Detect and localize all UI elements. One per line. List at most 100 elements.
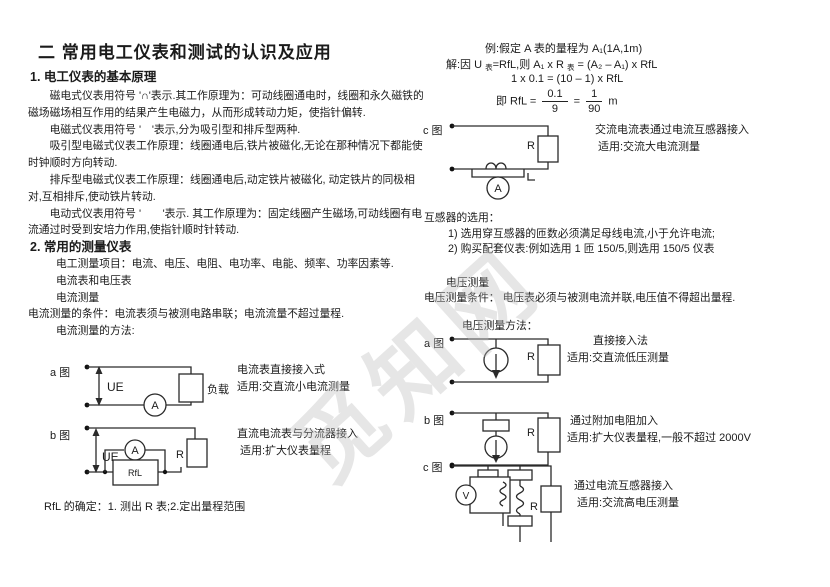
fraction-numerator: 0.1	[542, 88, 568, 102]
terminal-dot-icon	[449, 166, 455, 172]
section1-heading: 1. 电工仪表的基本原理	[30, 70, 157, 84]
ue-label: UE	[107, 380, 124, 394]
figure-c-voltage-usage: 适用:交流高电压测量	[577, 497, 680, 509]
r-label: R	[530, 501, 538, 513]
wire	[452, 338, 549, 345]
figure-a-label: a 图	[50, 367, 71, 379]
wire	[158, 467, 182, 473]
unit-label: m	[608, 95, 618, 108]
pt-box-icon	[469, 476, 511, 514]
resistor-icon	[537, 417, 561, 453]
wire	[452, 125, 549, 136]
shunt-rfl-icon	[112, 459, 159, 486]
circuit-b-series-resistor-voltmeter: R	[449, 410, 561, 468]
voltmeter-icon	[455, 484, 477, 506]
ammeter-icon	[486, 176, 510, 200]
r-label: R	[527, 427, 535, 439]
circuit-c-potential-transformer: R V	[449, 463, 562, 542]
winding-coil-icon	[499, 481, 507, 507]
circuit-a-direct-ammeter: UE 负载 A	[84, 364, 229, 417]
fraction-numerator: 1	[586, 88, 603, 102]
figure-b-voltage-caption: 通过附加电阻加入	[570, 415, 658, 427]
arrow-up-icon	[92, 428, 100, 436]
figure-b-voltage-label: b 图	[424, 415, 445, 427]
wire	[87, 366, 192, 374]
junction-dot-icon	[162, 469, 168, 475]
figure-c-voltage-label: c 图	[423, 462, 443, 474]
fraction-denominator: 9	[551, 103, 559, 115]
wire	[452, 375, 549, 383]
voltage-condition: 电压测量条件： 电压表必须与被测电流并联,电压值不得超出量程.	[424, 292, 736, 304]
transformer-primary-loops-icon	[485, 162, 507, 170]
rfl-label: RfL	[128, 468, 142, 478]
pointer-arrow-icon	[492, 455, 500, 463]
methods-line: 电流测量的方法:	[56, 325, 135, 338]
series-resistor-icon	[482, 419, 510, 432]
transformer-item1: 1) 选用穿互感器的匝数必须满足母线电流,小于允许电流;	[448, 228, 715, 240]
figure-a-voltage-caption: 直接接入法	[593, 335, 648, 347]
solve-part: = (A₂ – A₁) x RfL	[574, 59, 658, 71]
ground-hook-icon	[527, 173, 535, 181]
figure-c-voltage-caption: 通过电流互感器接入	[574, 480, 673, 492]
arrow-up-icon	[95, 366, 103, 374]
circuit-b-shunt-ammeter: UE R A RfL	[84, 425, 208, 486]
calc-line: 1 x 0.1 = (10 – 1) x RfL	[511, 73, 624, 85]
r-label: R	[527, 140, 535, 152]
solve-part: 解:因 U	[446, 59, 486, 71]
pointer-arrow-icon	[492, 370, 500, 379]
figure-a-usage: 适用:交直流小电流测量	[237, 381, 351, 393]
figure-c-current-label: c 图	[423, 125, 443, 137]
circuit-c-current-transformer: R A	[449, 123, 559, 200]
figure-a-caption: 电流表直接接入式	[237, 364, 325, 376]
r-label: R	[176, 449, 184, 461]
paragraph: 吸引型电磁式仪表工作原理：线圈通电后,铁片被磁化,无论在那种情况下都能使时钟顺时…	[28, 140, 423, 170]
fraction-denominator: 90	[588, 103, 601, 115]
paragraph: 磁电式仪表用符号 '∩'表示.其工作原理为：可动线圈通电时，线圈和永久磁铁的磁场…	[28, 90, 424, 119]
example-line: 例:假定 A 表的量程为 A₁(1A,1m)	[485, 43, 643, 55]
figure-b-label: b 图	[50, 430, 71, 442]
result-prefix: 即 RfL =	[496, 95, 537, 108]
ammeter-label: A	[131, 445, 139, 457]
paragraph: 电磁式仪表用符号 ' '表示,分为吸引型和排斥型两种.	[49, 123, 301, 136]
resistor-icon	[537, 135, 559, 163]
figure-a-voltage-usage: 适用:交直流低压测量	[567, 352, 670, 364]
resistor-icon	[537, 344, 561, 376]
voltage-subheading: 电压测量	[446, 277, 490, 289]
wire	[452, 452, 549, 466]
equals-sign: =	[573, 95, 581, 108]
pt-top-icon	[477, 469, 499, 478]
figure-c-current-usage: 适用:交流大电流测量	[598, 141, 701, 153]
page-title: 二 常用电工仪表和测试的认识及应用	[38, 43, 332, 62]
figure-c-current-caption: 交流电流表通过电流互感器接入	[595, 124, 749, 136]
fuse-icon	[507, 515, 533, 527]
figure-b-voltage-usage: 适用:扩大仪表量程,一般不超过 2000V	[567, 432, 751, 444]
resistor-icon	[540, 485, 562, 513]
arrow-down-icon	[92, 465, 100, 473]
load-label: 负载	[207, 382, 229, 396]
voltmeter-label: V	[463, 491, 470, 502]
r-label: R	[527, 351, 535, 363]
subscript-biao: 表	[485, 63, 493, 72]
voltage-methods-heading: 电压测量方法：	[462, 320, 538, 332]
wire	[166, 402, 192, 406]
section2-heading: 2. 常用的测量仪表	[30, 240, 132, 255]
transformer-heading: 互感器的选用：	[424, 212, 500, 224]
resistor-icon	[186, 438, 208, 468]
wire	[452, 465, 552, 486]
current-line: 电流测量	[56, 291, 100, 304]
paragraph: 排斥型电磁式仪表工作原理：线圈通电后,动定铁片被磁化, 动定铁片的同极相对,互相…	[28, 173, 415, 203]
section1-body: 磁电式仪表用符号 '∩'表示.其工作原理为：可动线圈通电时，线圈和永久磁铁的磁场…	[28, 88, 426, 340]
ammeter-label: A	[151, 400, 159, 412]
rfl-note: RfL 的确定：1. 测出 R 表;2.定出量程范围	[44, 501, 246, 513]
wire	[452, 412, 549, 418]
winding-coil-icon	[515, 485, 525, 515]
subscript-biao: 表	[566, 63, 575, 72]
figure-b-usage: 适用:扩大仪表量程	[240, 445, 332, 457]
paragraph: 电动式仪表用符号 ' '表示. 其工作原理为：固定线圈产生磁场,可动线圈有电流通…	[28, 207, 423, 237]
transformer-item2: 2) 购买配套仪表:例如选用 1 匝 150/5,则选用 150/5 仪表	[448, 243, 715, 255]
figure-a-voltage-label: a 图	[424, 338, 445, 350]
fuse-icon	[507, 469, 533, 481]
measure-items-line: 电工测量项目：电流、电压、电阻、电功率、电能、频率、功率因素等.	[56, 257, 394, 270]
